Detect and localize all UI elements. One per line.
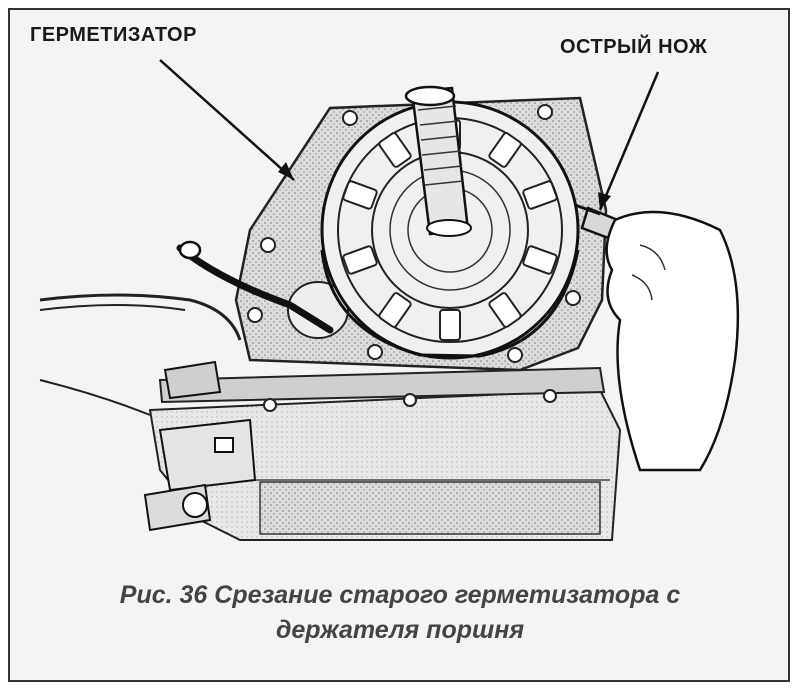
caption-line-2: держателя поршня [275,616,525,644]
sealant-leader-line [159,59,295,181]
sealant-arrow-icon [278,162,294,180]
knife-label: ОСТРЫЙ НОЖ [560,36,708,58]
transmission-housing [148,366,622,541]
figure-caption: Рис. 36 Срезание старого герметизатора с… [20,578,780,648]
knife-leader-line [598,71,660,211]
shaft [404,85,472,237]
sealant-label: ГЕРМЕТИЗАТОР [30,24,197,46]
hand-with-knife [574,203,740,472]
cable [39,240,334,532]
knife-arrow-icon [598,192,611,210]
caption-line-1: Рис. 36 Срезание старого герметизатора с [119,581,681,609]
